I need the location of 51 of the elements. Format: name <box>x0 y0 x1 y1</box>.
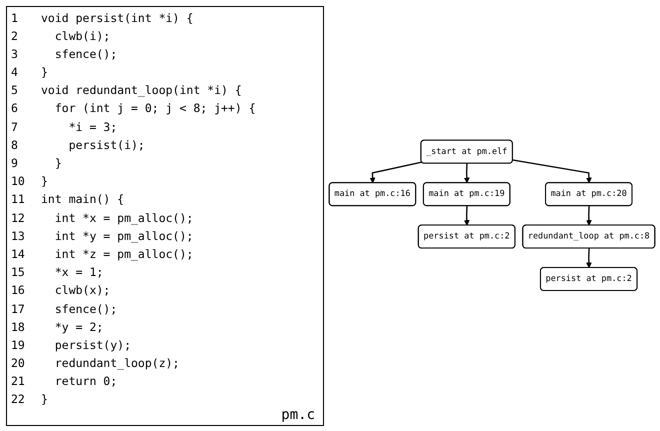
line-number: 10 <box>11 173 26 190</box>
line-number: 4 <box>11 64 19 82</box>
code-line: *y = 2; <box>54 318 104 336</box>
code-line: } <box>54 155 62 172</box>
line-number: 20 <box>11 355 26 372</box>
code-line: persist(i); <box>68 136 145 154</box>
code-line: redundant_loop(z); <box>54 355 180 372</box>
line-number: 1 <box>11 10 19 26</box>
code-line: *x = 1; <box>54 264 104 282</box>
line-number: 22 <box>11 391 26 408</box>
code-line: int *x = pm_alloc(); <box>54 210 194 227</box>
code-line: sfence(); <box>54 300 118 318</box>
file-name-label: pm.c <box>281 406 315 422</box>
code-line: clwb(x); <box>54 282 110 300</box>
line-number: 9 <box>11 155 19 172</box>
code-line: } <box>41 173 48 190</box>
line-number: 19 <box>11 336 26 354</box>
code-line: void persist(int *i) { <box>41 10 194 26</box>
line-number: 5 <box>11 82 19 100</box>
code-line: void redundant_loop(int *i) { <box>41 82 242 100</box>
line-number: 13 <box>11 228 26 245</box>
arrow <box>512 159 592 184</box>
line-number: 7 <box>11 118 19 136</box>
line-number: 17 <box>11 300 26 318</box>
arrow <box>370 162 422 184</box>
line-number: 8 <box>11 136 19 154</box>
line-number: 3 <box>11 46 19 63</box>
code-line: sfence(); <box>54 46 118 63</box>
arrow <box>464 164 470 184</box>
code-line: for (int j = 0; j < 8; j++) { <box>54 100 256 118</box>
line-number: 12 <box>11 210 26 227</box>
code-line: int main() { <box>41 191 124 208</box>
code-line: clwb(i); <box>54 28 110 45</box>
line-number: 11 <box>11 191 26 208</box>
arrow <box>464 206 470 226</box>
arrow <box>586 206 592 226</box>
line-number: 2 <box>11 28 19 45</box>
line-number: 21 <box>11 373 26 390</box>
code-line: return 0; <box>54 373 118 390</box>
line-number: 14 <box>11 246 26 263</box>
line-number: 15 <box>11 264 26 282</box>
code-line: persist(y); <box>54 336 132 354</box>
code-line: int *y = pm_alloc(); <box>54 228 194 245</box>
line-number: 6 <box>11 100 19 118</box>
code-line: } <box>41 64 48 82</box>
code-line: } <box>41 391 48 408</box>
line-number: 18 <box>11 318 26 336</box>
code-line: int *z = pm_alloc(); <box>54 246 194 263</box>
code-line: *i = 3; <box>68 118 118 136</box>
line-number: 16 <box>11 282 26 300</box>
arrow <box>586 248 592 268</box>
